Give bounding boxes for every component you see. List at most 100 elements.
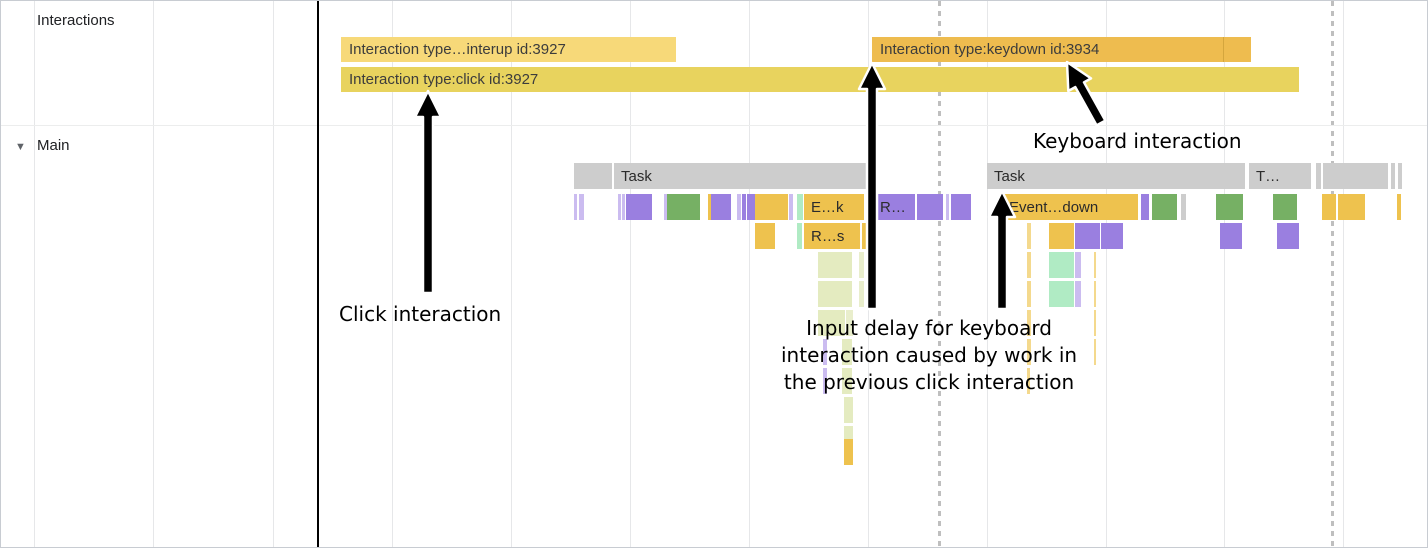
event-block[interactable]: [1181, 194, 1186, 220]
gridline: [1106, 1, 1107, 547]
event-block[interactable]: [1027, 310, 1031, 336]
task-block[interactable]: [1323, 163, 1388, 189]
event-block[interactable]: [1027, 252, 1031, 278]
event-block[interactable]: [859, 252, 864, 278]
gridline: [153, 1, 154, 547]
event-block[interactable]: [664, 194, 667, 220]
event-block[interactable]: [946, 194, 949, 220]
event-block[interactable]: [579, 194, 584, 220]
event-block[interactable]: [797, 194, 803, 220]
task-block[interactable]: T…: [1249, 163, 1311, 189]
event-block[interactable]: [1141, 194, 1149, 220]
event-block[interactable]: [1101, 223, 1123, 249]
event-block[interactable]: [1049, 252, 1074, 278]
track-divider: [1, 125, 1427, 126]
event-block[interactable]: [742, 194, 746, 220]
annotation-arrow: [413, 89, 443, 295]
event-block[interactable]: [626, 194, 652, 220]
task-block[interactable]: [1316, 163, 1321, 189]
event-block[interactable]: [1094, 339, 1096, 365]
event-block[interactable]: [1216, 194, 1243, 220]
interaction-click-bar[interactable]: Interaction type:click id:3927: [341, 67, 1299, 92]
event-block[interactable]: [917, 194, 943, 220]
event-block[interactable]: [1049, 223, 1074, 249]
event-block[interactable]: E…k: [804, 194, 864, 220]
flame-block-label: Task: [621, 167, 652, 185]
event-block[interactable]: [711, 194, 731, 220]
marker-gridline: [1331, 1, 1334, 547]
event-block[interactable]: [1027, 281, 1031, 307]
event-block[interactable]: [842, 368, 852, 394]
task-block[interactable]: [574, 163, 612, 189]
event-block[interactable]: [1338, 194, 1365, 220]
event-block[interactable]: [1027, 339, 1031, 365]
track-label-main[interactable]: Main: [37, 137, 70, 154]
event-block[interactable]: [1220, 223, 1242, 249]
flame-block-label: T…: [1256, 167, 1281, 185]
event-block[interactable]: [797, 223, 802, 249]
task-block[interactable]: Task: [614, 163, 869, 189]
event-block[interactable]: [1273, 194, 1297, 220]
event-block[interactable]: [1094, 310, 1096, 336]
gridline: [34, 1, 35, 547]
event-block[interactable]: [1075, 252, 1081, 278]
gridline: [1224, 1, 1225, 547]
track-name-separator: [317, 1, 319, 547]
event-block[interactable]: [737, 194, 741, 220]
task-block[interactable]: Task: [987, 163, 1245, 189]
event-block[interactable]: [1397, 194, 1401, 220]
event-block[interactable]: [789, 194, 793, 220]
event-block[interactable]: [823, 368, 827, 394]
event-block[interactable]: [818, 310, 845, 336]
interaction-bar-label: Interaction type:keydown id:3934: [880, 41, 1100, 58]
event-block[interactable]: [1277, 223, 1299, 249]
interaction-bar-label: Interaction type…interup id:3927: [349, 41, 566, 58]
event-block[interactable]: [1049, 281, 1074, 307]
event-block[interactable]: [1094, 252, 1096, 278]
interaction-keydown-bar[interactable]: Interaction type:keydown id:3934: [872, 37, 1251, 62]
event-block[interactable]: [1075, 281, 1081, 307]
event-block[interactable]: [755, 194, 788, 220]
interaction-pointerup-bar[interactable]: Interaction type…interup id:3927: [341, 37, 676, 62]
chevron-down-icon[interactable]: ▼: [15, 141, 26, 153]
event-block[interactable]: [755, 223, 775, 249]
event-block[interactable]: [1075, 223, 1100, 249]
event-block[interactable]: [618, 194, 621, 220]
event-block[interactable]: [818, 252, 852, 278]
event-block[interactable]: [846, 310, 853, 336]
event-block[interactable]: [862, 223, 866, 249]
gridline: [630, 1, 631, 547]
task-block[interactable]: [1398, 163, 1402, 189]
event-block[interactable]: [667, 194, 700, 220]
event-block[interactable]: [844, 439, 853, 465]
event-block[interactable]: [867, 223, 871, 249]
event-block[interactable]: [842, 339, 852, 365]
gridline: [511, 1, 512, 547]
flame-block-label: Task: [994, 167, 1025, 185]
event-block[interactable]: [823, 339, 827, 365]
event-block[interactable]: [951, 194, 971, 220]
event-block[interactable]: Event…down: [1002, 194, 1138, 220]
event-block[interactable]: [574, 194, 577, 220]
event-block[interactable]: [1322, 194, 1336, 220]
event-block[interactable]: [844, 397, 853, 423]
event-block[interactable]: R…: [873, 194, 915, 220]
event-block[interactable]: [708, 194, 711, 220]
event-block[interactable]: [1027, 368, 1030, 394]
event-block[interactable]: [1152, 194, 1177, 220]
interaction-bar-label: Interaction type:click id:3927: [349, 71, 539, 88]
event-block[interactable]: [867, 194, 871, 220]
gridline: [1343, 1, 1344, 547]
event-block[interactable]: R…s: [804, 223, 860, 249]
marker-gridline: [938, 1, 941, 547]
event-block[interactable]: [622, 194, 625, 220]
event-block[interactable]: [818, 281, 852, 307]
gridline: [987, 1, 988, 547]
task-block[interactable]: [1391, 163, 1395, 189]
track-label-interactions[interactable]: Interactions: [37, 12, 115, 29]
event-block[interactable]: [1094, 281, 1096, 307]
event-block[interactable]: [859, 281, 864, 307]
event-block[interactable]: [747, 194, 755, 220]
event-block[interactable]: [1027, 223, 1031, 249]
annotation-keyboard-interaction: Keyboard interaction: [1033, 129, 1242, 153]
